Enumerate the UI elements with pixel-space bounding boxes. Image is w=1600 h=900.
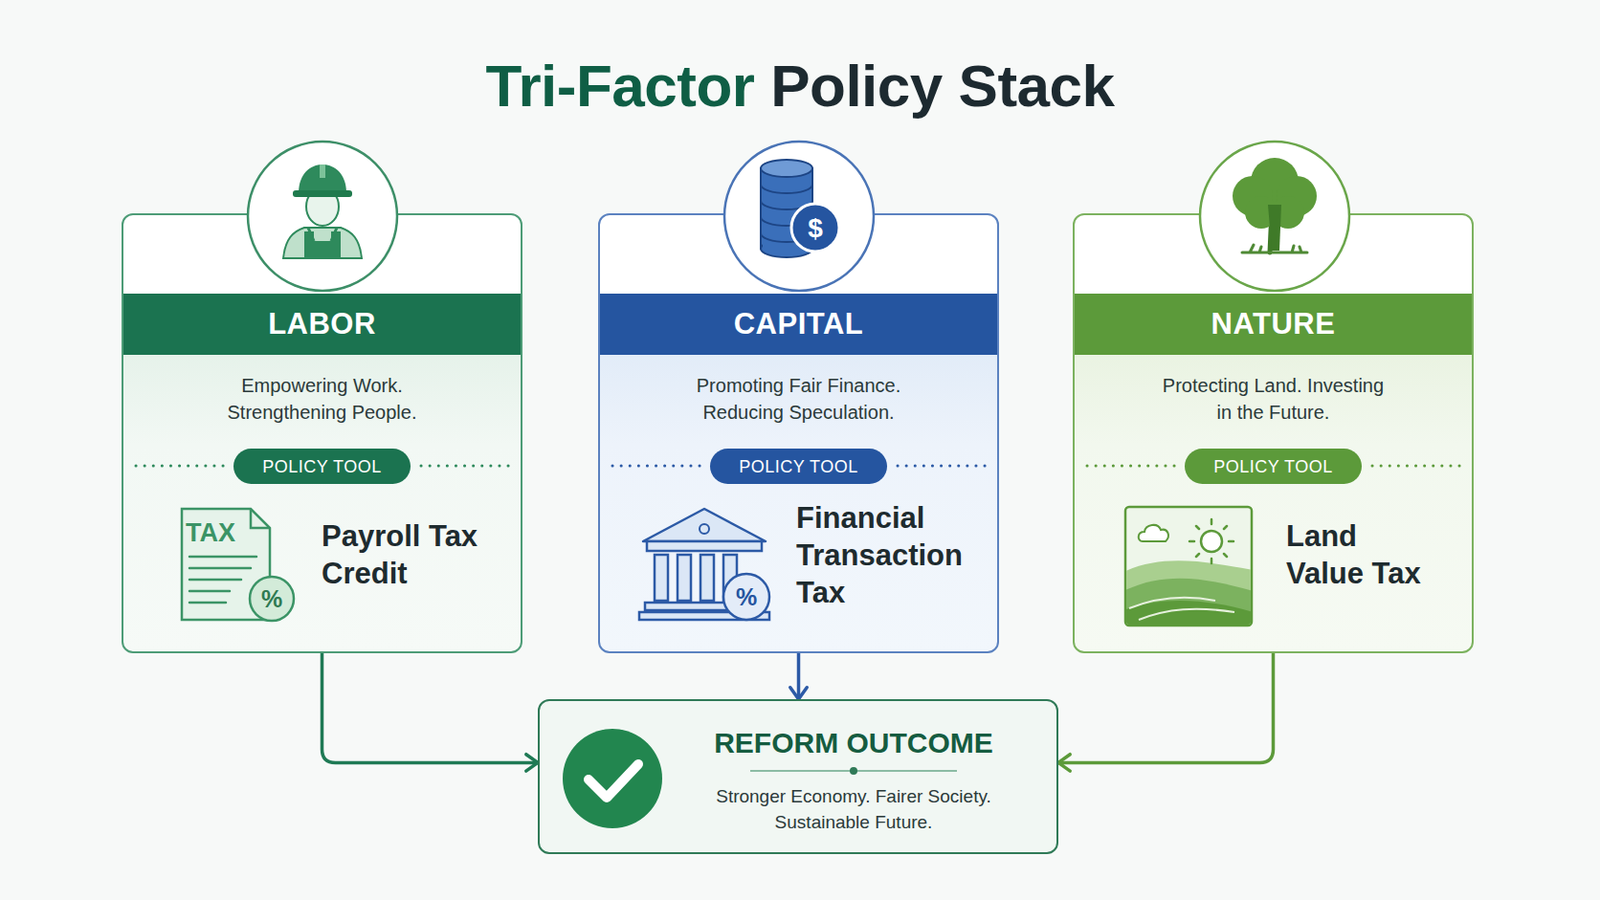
tree-icon [1250, 157, 1299, 206]
factor-band: NATURE [1074, 293, 1472, 356]
arrow-head [1058, 755, 1070, 772]
title: Tri-Factor Policy Stack [0, 51, 1600, 121]
connector-line [1058, 653, 1274, 763]
worker-icon [292, 190, 353, 198]
card-tagline: Protecting Land. Investing in the Future… [1160, 360, 1387, 438]
factor-name: NATURE [1211, 307, 1336, 342]
factor-name: CAPITAL [733, 307, 865, 342]
card-tagline: Empowering Work. Strengthening People. [207, 360, 438, 438]
pill-label: POLICY TOOL [1213, 456, 1334, 478]
connector [1058, 653, 1274, 772]
factor-card: Promoting Fair Finance. Reducing Specula… [598, 213, 1000, 654]
tree-icon [1232, 176, 1273, 217]
policy-tool-name: Land Value Tax [1286, 492, 1440, 618]
card-tagline: Promoting Fair Finance. Reducing Specula… [678, 360, 920, 438]
connector-line [322, 653, 539, 763]
pill-label: POLICY TOOL [262, 456, 382, 478]
connector [790, 653, 807, 700]
policy-tool-pill: POLICY TOOL [710, 448, 888, 485]
arrow-head [790, 688, 807, 700]
outcome-text: Stronger Economy. Fairer Society. Sustai… [693, 783, 1014, 836]
connector-line [797, 653, 801, 700]
worker-icon [319, 164, 326, 178]
outcome-title: REFORM OUTCOME [662, 726, 1045, 761]
factor-band: LABOR [123, 293, 521, 356]
outcome-box: REFORM OUTCOME Stronger Economy. Fairer S… [537, 699, 1059, 855]
policy-tool-name: Financial Transaction Tax [796, 492, 988, 618]
policy-tool-pill: POLICY TOOL [233, 448, 411, 485]
policy-tool-name: Payroll Tax Credit [321, 492, 496, 618]
factor-name: LABOR [267, 307, 377, 342]
tree-icon [1276, 176, 1317, 217]
worker-icon [298, 164, 347, 194]
coin-stack-icon [760, 159, 813, 178]
factor-card: Empowering Work. Strengthening People. Pa… [121, 213, 523, 654]
pill-label: POLICY TOOL [738, 456, 859, 478]
connector [322, 653, 539, 772]
factor-card: Protecting Land. Investing in the Future… [1072, 213, 1474, 654]
arrow-head [526, 755, 538, 772]
policy-tool-pill: POLICY TOOL [1184, 448, 1362, 485]
factor-band: CAPITAL [600, 293, 998, 356]
